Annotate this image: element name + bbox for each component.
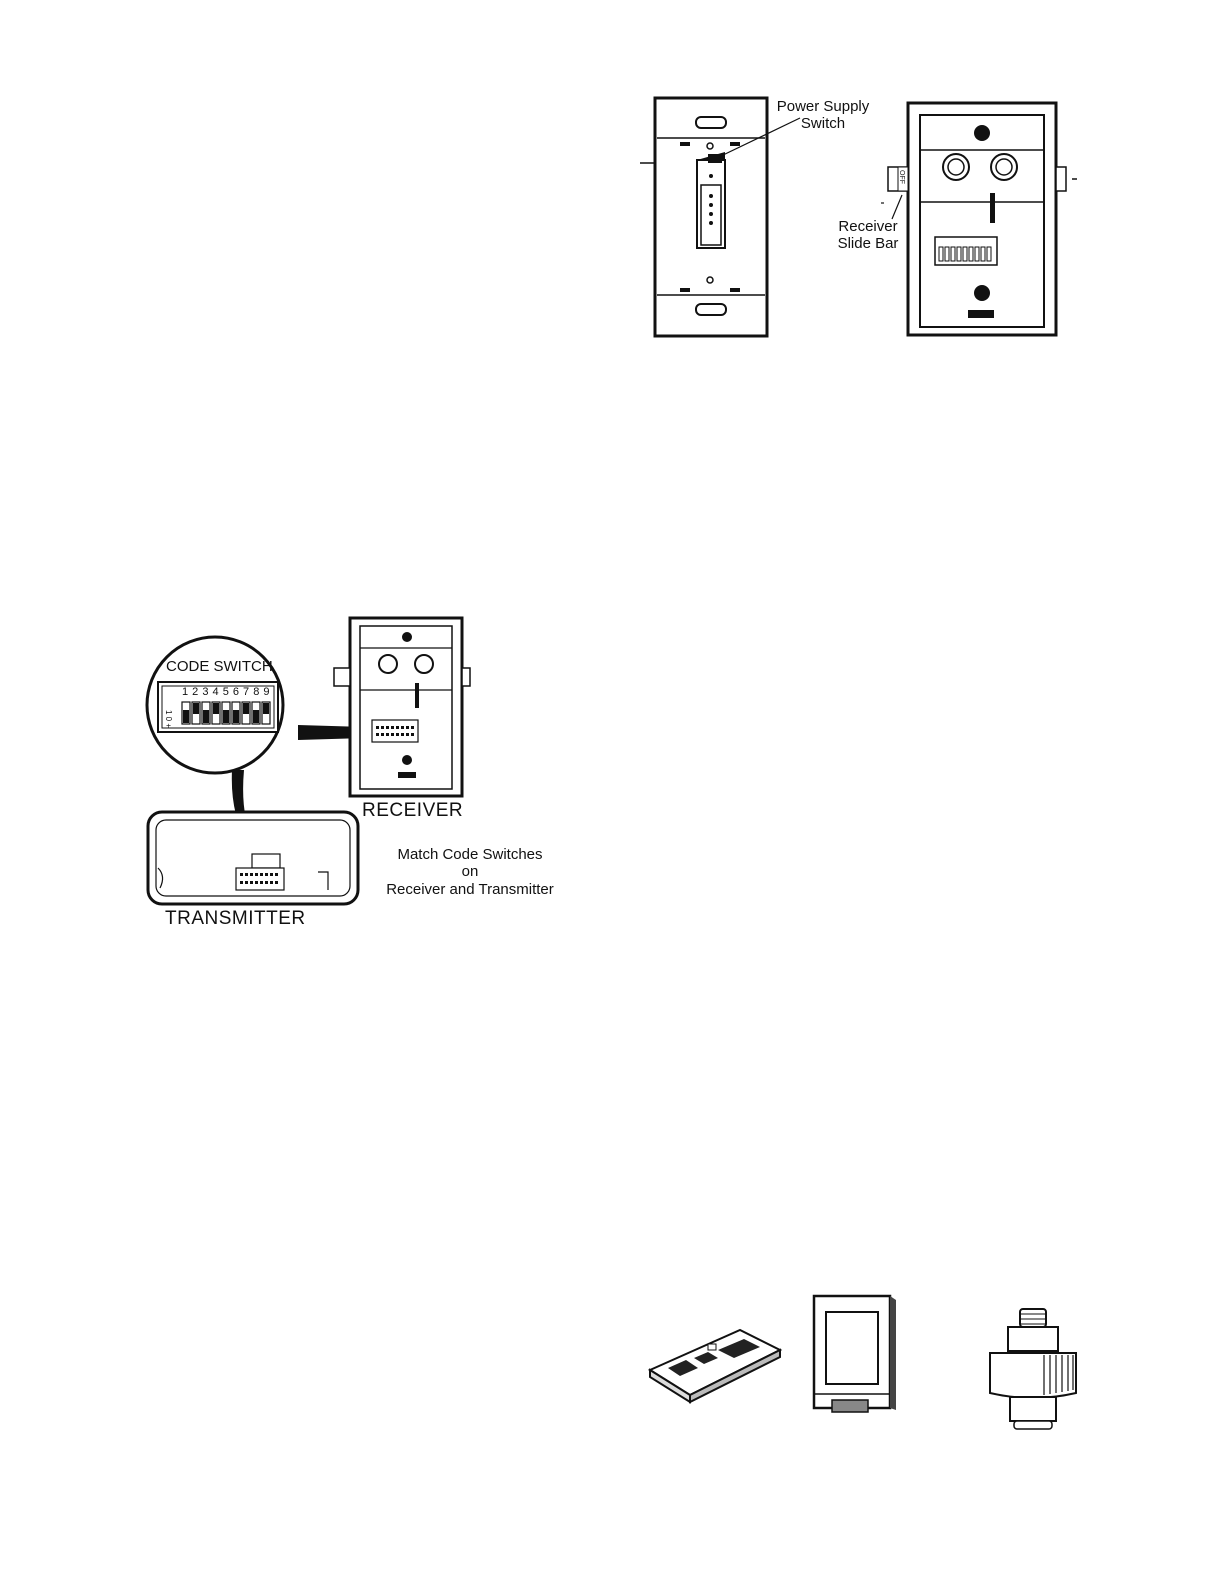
code-switch-title: CODE SWITCH: [166, 658, 273, 675]
receiver-diagram-top: [880, 95, 1080, 345]
power-supply-label: Power Supply Switch: [768, 98, 878, 133]
svg-text:1 0 +: 1 0 +: [164, 710, 173, 728]
transmitter-label: TRANSMITTER: [165, 908, 306, 930]
match-instruction: Match Code Switches on Receiver and Tran…: [375, 846, 565, 898]
power-supply-text: Power Supply: [768, 98, 878, 115]
lamp-module-illustration: [978, 1305, 1088, 1435]
off-label: OFF: [897, 170, 905, 184]
receiver-unit-illustration: [808, 1290, 898, 1420]
wall-plate-diagram: [630, 90, 780, 345]
slide-bar-text: Slide Bar: [826, 235, 910, 252]
receiver-slide-bar-label: Receiver Slide Bar: [826, 218, 910, 253]
receiver-text: Receiver: [826, 218, 910, 235]
switch-text: Switch: [768, 115, 878, 132]
receiver-label: RECEIVER: [362, 800, 463, 822]
instruction-line-2: on: [375, 863, 565, 880]
instruction-line-1: Match Code Switches: [375, 846, 565, 863]
transmitter-remote-illustration: [640, 1320, 790, 1405]
instruction-line-3: Receiver and Transmitter: [375, 881, 565, 898]
switch-numbers: 1 2 3 4 5 6 7 8 9: [182, 686, 270, 699]
